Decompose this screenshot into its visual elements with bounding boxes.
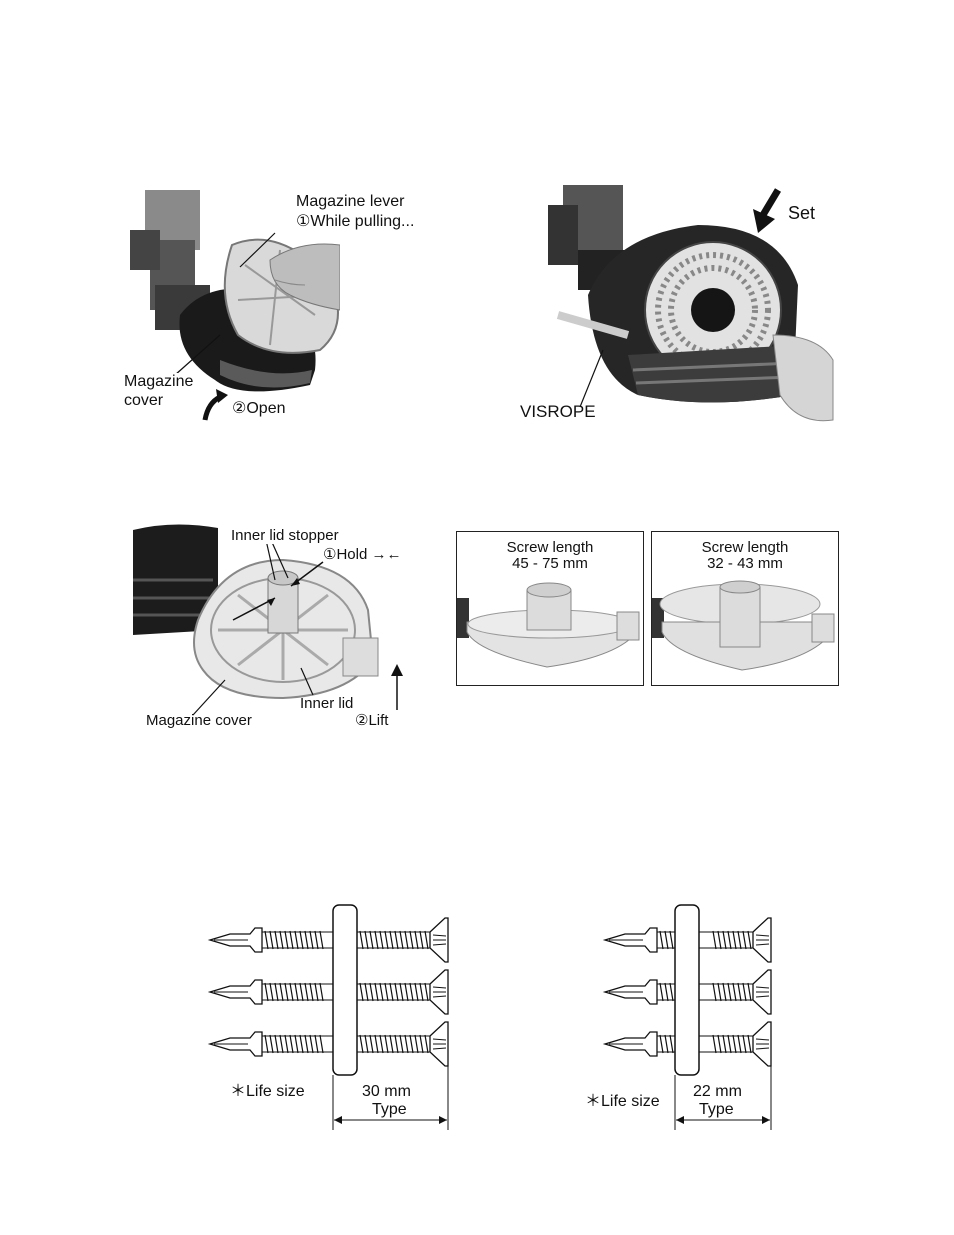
- label-hold: ①Hold →←: [323, 546, 402, 563]
- label-while-pulling: ①While pulling...: [296, 213, 415, 230]
- caption-right-line1: Screw length: [701, 539, 789, 556]
- visrope-illustration: [548, 185, 834, 422]
- box-screw-length-45-75: Screw length 45 - 75 mm: [456, 531, 644, 686]
- caption-right-line2: 32 - 43 mm: [707, 555, 783, 572]
- caption-screw-length-right: Screw length 32 - 43 mm: [652, 540, 838, 572]
- figure-inner-lid: Inner lid stopper ①Hold →← Inner lid Mag…: [133, 520, 418, 735]
- caption-left-line2: 45 - 75 mm: [512, 555, 588, 572]
- label-magazine-cover: Magazine cover: [146, 712, 252, 729]
- lid-low-illustration: [457, 582, 640, 668]
- lid-high-illustration: [652, 580, 835, 671]
- label-magazine-cover-2: cover: [124, 392, 164, 409]
- inner-lid-illustration: [133, 524, 403, 716]
- label-visrope: VISROPE: [520, 402, 596, 421]
- label-open: ②Open: [232, 400, 286, 417]
- screw-diagram-30mm: [209, 904, 449, 1130]
- label-inner-lid-stopper: Inner lid stopper: [231, 527, 339, 544]
- figure-screws-30mm: ＊Life size 30 mm Type: [200, 904, 460, 1135]
- caption-screw-length-left: Screw length 45 - 75 mm: [457, 540, 643, 572]
- box-screw-length-32-43: Screw length 32 - 43 mm: [651, 531, 839, 686]
- label-type-left: Type: [372, 1101, 407, 1118]
- label-magazine-cover-1: Magazine: [124, 373, 194, 390]
- screw-diagram-22mm: [604, 904, 772, 1130]
- label-dim-30mm: 30 mm: [362, 1083, 411, 1100]
- label-lift: ②Lift: [355, 712, 389, 729]
- label-type-right: Type: [699, 1101, 734, 1118]
- label-set: Set: [788, 203, 816, 223]
- caption-left-line1: Screw length: [506, 539, 594, 556]
- figure-open-magazine: Magazine lever ①While pulling... Magazin…: [120, 185, 415, 425]
- photo-open-magazine: [120, 185, 340, 425]
- label-life-size-left: ＊Life size: [230, 1083, 305, 1100]
- label-life-size-right: ＊Life size: [585, 1093, 660, 1110]
- figure-set-visrope: Set VISROPE: [518, 185, 834, 425]
- label-dim-22mm: 22 mm: [693, 1083, 742, 1100]
- label-magazine-lever: Magazine lever: [296, 193, 405, 210]
- magazine-open-illustration: [130, 190, 340, 421]
- label-inner-lid: Inner lid: [300, 695, 354, 712]
- figure-screws-22mm: ＊Life size 22 mm Type: [585, 904, 775, 1135]
